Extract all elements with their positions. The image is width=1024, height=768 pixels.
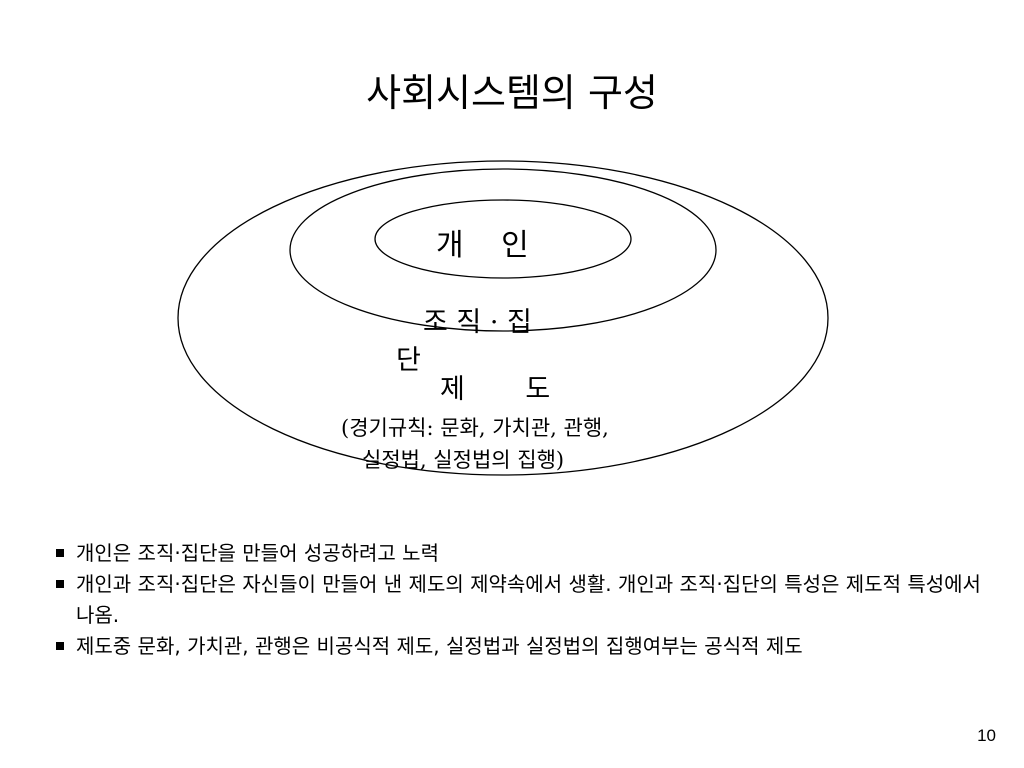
bullet-text: 개인은 조직·집단을 만들어 성공하려고 노력	[76, 541, 439, 565]
institution-label: 제 도	[440, 374, 551, 405]
organization-ellipse	[289, 168, 717, 332]
list-item: 제도중 문화, 가치관, 관행은 비공식적 제도, 실정법과 실정법의 집행여부…	[56, 631, 986, 662]
individual-label: 개 인	[436, 228, 529, 263]
bullet-text: 개인과 조직·집단은 자신들이 만들어 낸 제도의 제약속에서 생활. 개인과 …	[76, 572, 981, 627]
institution-note-line1: (경기규칙: 문화, 가치관, 관행,	[341, 416, 609, 440]
bullet-text: 제도중 문화, 가치관, 관행은 비공식적 제도, 실정법과 실정법의 집행여부…	[76, 634, 803, 658]
square-bullet-icon	[56, 642, 64, 650]
institution-note-line2: 실정법, 실정법의 집행)	[362, 448, 565, 472]
individual-ellipse	[374, 199, 632, 279]
square-bullet-icon	[56, 580, 64, 588]
page-number: 10	[977, 726, 996, 745]
organization-label-line2: 단	[396, 345, 421, 376]
bullet-list: 개인은 조직·집단을 만들어 성공하려고 노력 개인과 조직·집단은 자신들이 …	[56, 538, 986, 662]
list-item: 개인과 조직·집단은 자신들이 만들어 낸 제도의 제약속에서 생활. 개인과 …	[56, 569, 986, 631]
list-item: 개인은 조직·집단을 만들어 성공하려고 노력	[56, 538, 986, 569]
square-bullet-icon	[56, 549, 64, 557]
institution-ellipse	[177, 160, 829, 476]
slide-title: 사회시스템의 구성	[366, 71, 658, 115]
organization-label-line1: 조 직 · 집	[423, 307, 532, 338]
